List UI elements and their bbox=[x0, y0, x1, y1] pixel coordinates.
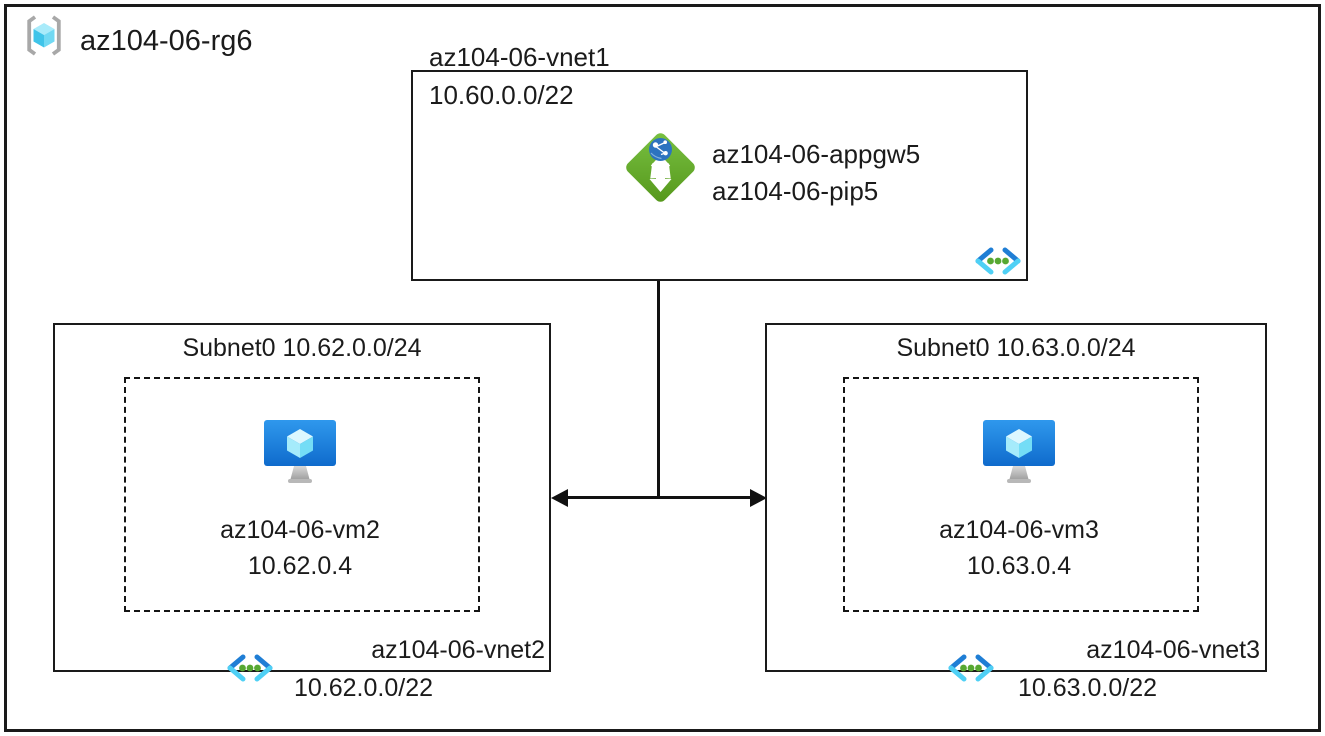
vnet3-name: az104-06-vnet3 bbox=[1086, 636, 1260, 664]
vm3-virtual-machine-icon bbox=[983, 420, 1055, 483]
vm2-ip: 10.62.0.4 bbox=[247, 552, 353, 580]
vnet1-title: az104-06-vnet1 bbox=[429, 42, 610, 72]
peering-arrow-line bbox=[564, 496, 754, 499]
peering-arrowhead-left bbox=[551, 489, 568, 507]
vnet1-virtual-network-icon bbox=[975, 247, 1021, 275]
vm2-subnet-dashed-box bbox=[124, 377, 480, 612]
vnet2-box: Subnet0 10.62.0.0/24 az104-06-vm2 10.62.… bbox=[53, 323, 551, 702]
vnet1-box: az104-06-vnet1 10.60.0.0/22 az104-06-app… bbox=[411, 42, 1028, 281]
vnet2-name: az104-06-vnet2 bbox=[371, 636, 545, 664]
resource-group-label: az104-06-rg6 bbox=[80, 25, 253, 57]
vnet3-cidr: 10.63.0.0/22 bbox=[1018, 674, 1158, 702]
vnet1-cidr: 10.60.0.0/22 bbox=[429, 80, 574, 110]
vm3-subnet-dashed-box bbox=[843, 377, 1199, 612]
vm3-name: az104-06-vm3 bbox=[939, 516, 1099, 544]
vnet3-virtual-network-icon bbox=[948, 654, 994, 682]
subnet-right-title: Subnet0 10.63.0.0/24 bbox=[896, 334, 1136, 362]
resource-group-icon bbox=[27, 15, 61, 56]
subnet-left-title: Subnet0 10.62.0.0/24 bbox=[182, 334, 422, 362]
vnet3-box: Subnet0 10.63.0.0/24 az104-06-vm3 10.63.… bbox=[765, 323, 1267, 702]
vm2-virtual-machine-icon bbox=[264, 420, 336, 483]
appgw-connector-line bbox=[657, 203, 660, 497]
peering-arrowhead-right bbox=[750, 489, 767, 507]
vnet2-cidr: 10.62.0.0/22 bbox=[294, 674, 434, 702]
application-gateway-icon bbox=[626, 133, 695, 202]
vnet2-virtual-network-icon bbox=[227, 654, 273, 682]
appgw-label: az104-06-appgw5 bbox=[712, 139, 921, 169]
pip-label: az104-06-pip5 bbox=[712, 176, 879, 206]
vm2-name: az104-06-vm2 bbox=[220, 516, 380, 544]
vm3-ip: 10.63.0.4 bbox=[966, 552, 1072, 580]
